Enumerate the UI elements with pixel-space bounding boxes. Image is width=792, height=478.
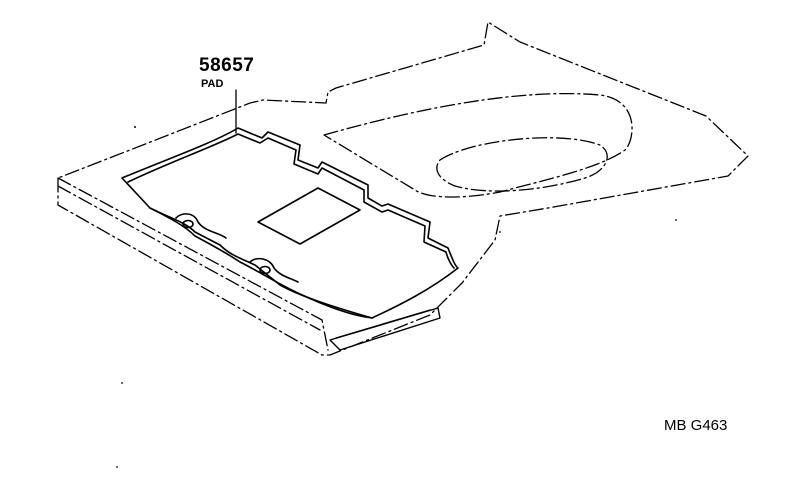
floor-pan-outline [57, 21, 749, 356]
part-number-label: 58657 [199, 55, 255, 76]
pad-part [121, 127, 459, 319]
scan-specks [116, 126, 677, 468]
front-sill [329, 307, 441, 351]
part-name-label: PAD [201, 78, 224, 90]
figure-code-label: MB G463 [664, 417, 728, 434]
